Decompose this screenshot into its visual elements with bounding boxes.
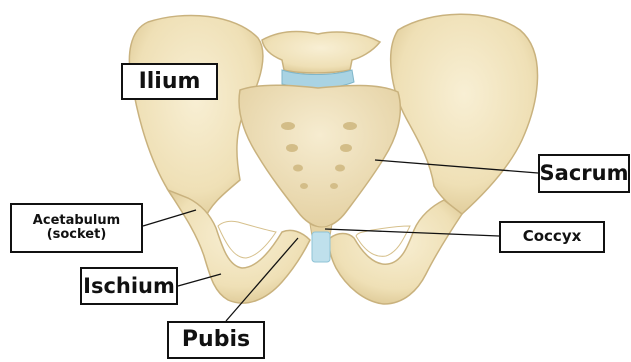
pubic-symphysis [312,232,330,262]
label-pubis: Pubis [167,321,265,359]
sacrum-bone [239,85,400,228]
label-sacrum: Sacrum [538,154,630,193]
right-ischium-pubis [329,200,462,304]
label-ischium: Ischium [80,267,178,305]
label-ilium: Ilium [121,63,218,100]
label-acetabulum: Acetabulum (socket) [10,203,143,253]
lumbar-vertebra [262,32,380,73]
label-coccyx: Coccyx [499,221,605,253]
right-ilium-wing [391,14,538,214]
